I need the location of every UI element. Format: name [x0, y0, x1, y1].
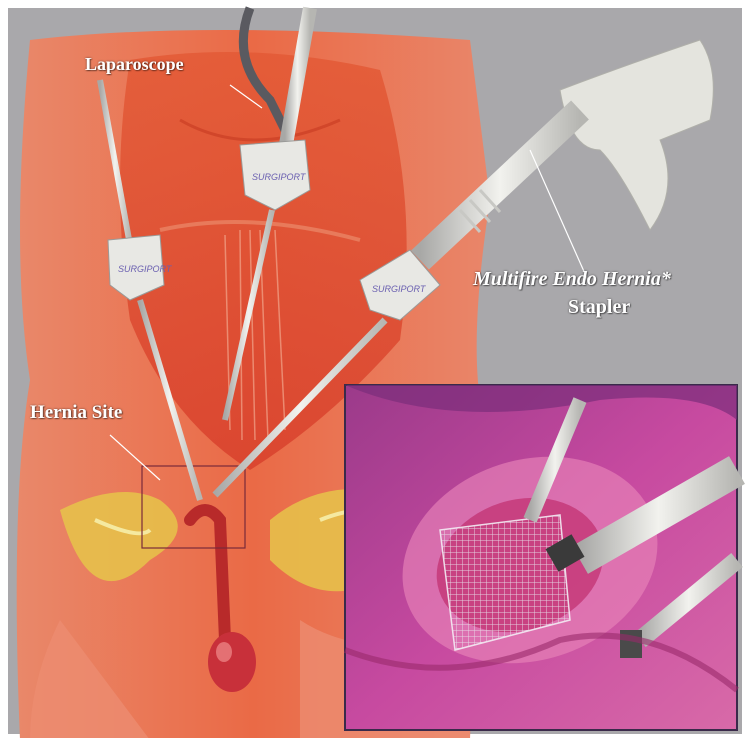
- left-port-brand: SURGIPORT: [118, 264, 173, 274]
- testis: [208, 632, 256, 692]
- stapler-label-line1: Multifire Endo Hernia*: [473, 268, 671, 291]
- stapler-label-line2: Stapler: [568, 296, 630, 319]
- laparoscope-label: Laparoscope: [85, 54, 184, 75]
- inset-laparoscopic-view: [345, 385, 737, 730]
- hernia-site-label: Hernia Site: [30, 402, 122, 424]
- center-port-brand: SURGIPORT: [252, 172, 307, 182]
- right-port-brand: SURGIPORT: [372, 284, 427, 294]
